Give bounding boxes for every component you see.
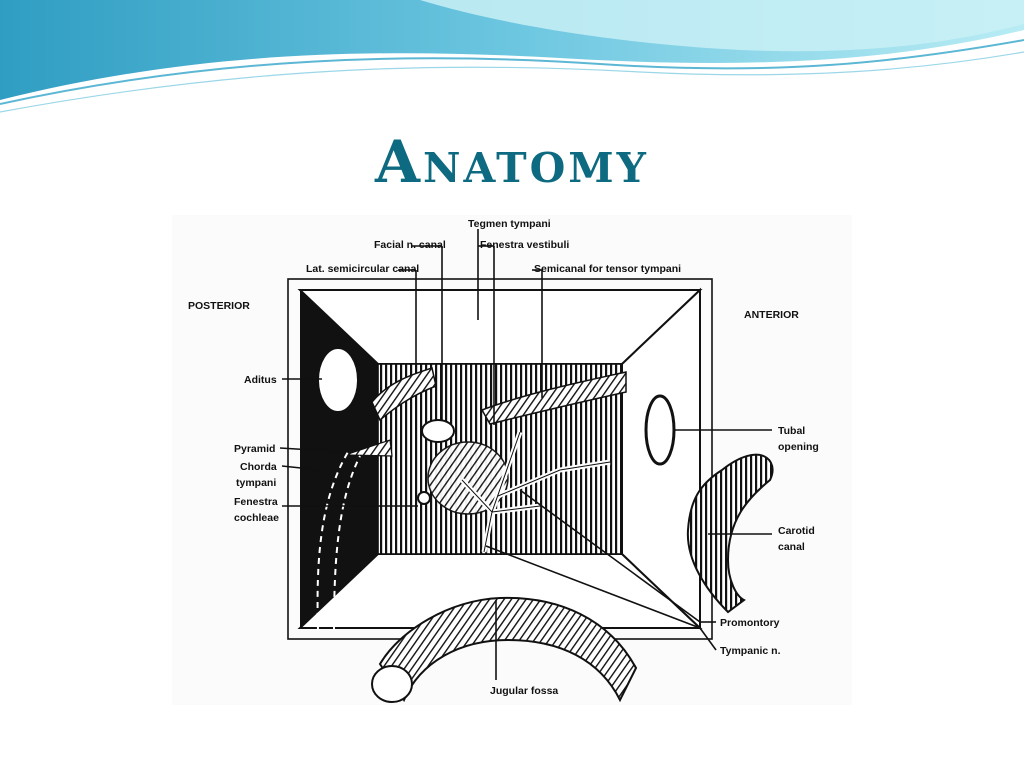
fenestra-vestibuli-window [421, 419, 455, 443]
carotid-canal-label-1: Carotid [778, 525, 815, 537]
pyramid-label: Pyramid [234, 443, 275, 455]
promontory-label: Promontory [720, 617, 780, 629]
tympanic-nerve-label: Tympanic n. [720, 645, 781, 657]
leader-lines [279, 229, 772, 680]
wave-line-2 [0, 51, 1024, 113]
posterior-label: POSTERIOR [188, 300, 250, 312]
semicanal-tensor-label: Semicanal for tensor tympani [534, 263, 681, 275]
pyramid-eminence [344, 439, 393, 457]
chorda-tympani-path [316, 451, 349, 631]
wave-light [420, 0, 1024, 52]
anterior-label: ANTERIOR [744, 309, 799, 321]
fenestra-cochleae-window [417, 491, 431, 505]
tubal-opening-window [644, 394, 676, 466]
chorda-label-1: Chorda [240, 461, 277, 473]
wave-line [0, 39, 1024, 105]
slide-title: Anatomy [375, 128, 649, 196]
jugular-fossa-lumen [371, 665, 413, 703]
tubal-opening-label-1: Tubal [778, 425, 805, 437]
header-wave-banner [0, 0, 1024, 113]
aditus-opening [317, 347, 359, 413]
fenestra-cochleae-label-1: Fenestra [234, 496, 278, 508]
fenestra-cochleae-label-2: cochleae [234, 512, 279, 524]
fenestra-vestibuli-label: Fenestra vestibuli [480, 239, 569, 251]
tubal-opening-label-2: opening [778, 441, 819, 453]
jugular-fossa-tube [378, 596, 638, 703]
tegmen-tympani-label: Tegmen tympani [468, 218, 551, 230]
carotid-canal-label-2: canal [778, 541, 805, 553]
facial-canal-label: Facial n. canal [374, 239, 446, 251]
facial-canal-ridge [371, 367, 437, 422]
jugular-fossa-label: Jugular fossa [490, 685, 558, 697]
promontory-bulge [427, 441, 509, 515]
tensor-tympani-semicanal [480, 371, 627, 425]
aditus-label: Aditus [244, 374, 277, 386]
chorda-label-2: tympani [236, 477, 276, 489]
lat-semicircular-label: Lat. semicircular canal [306, 263, 419, 275]
